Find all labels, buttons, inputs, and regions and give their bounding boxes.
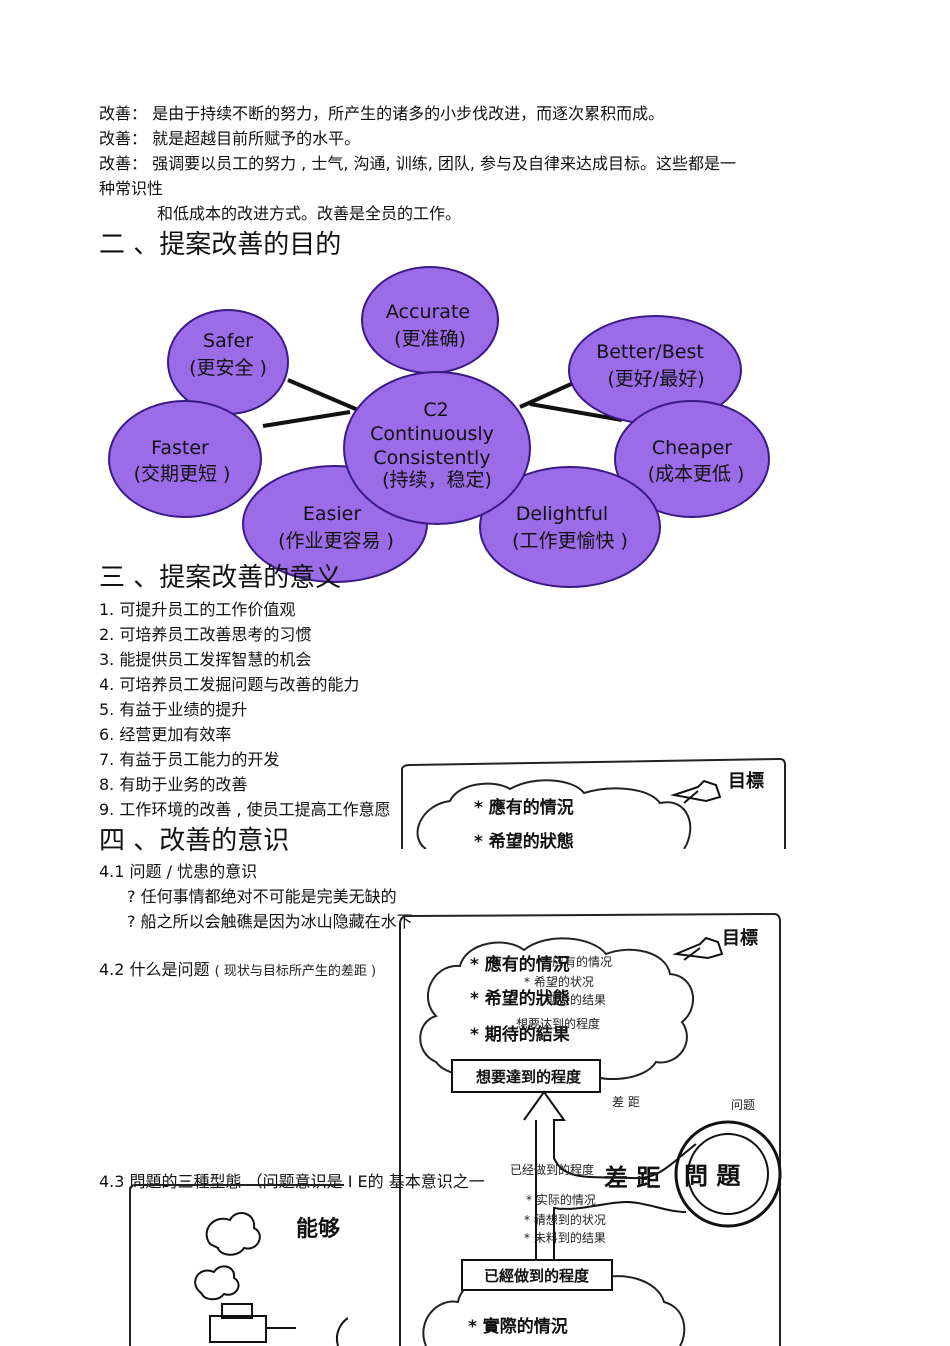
gap-problem-figure: 目標 * 應有的情況 * 希望的狀態 * 期待的結果 应有的情况 * 希望的状况… (399, 912, 782, 1346)
overlay-bottom-1: * 实际的情况 (526, 1192, 596, 1207)
target-label: 目標 (722, 927, 758, 949)
overlay-bottom-2: * 猜想到的状况 (524, 1212, 606, 1227)
pointing-hand-icon (670, 779, 722, 804)
bubble-delightful (479, 466, 661, 588)
top-cloud-line-1: * 應有的情況 (474, 797, 574, 818)
problem-circle (674, 1120, 782, 1228)
overlay-bottom-box: 已经做到的程度 (510, 1162, 594, 1177)
cloud-bottom-line: * 實際的情況 (468, 1316, 568, 1337)
overlay-top-2: * 希望的状况 (524, 974, 594, 989)
three-types-figure: 能够 (129, 1184, 348, 1346)
easier-zh: (作业更容易 ) (278, 530, 394, 552)
center-line-3: Consistently (373, 447, 490, 469)
delightful-en: Delightful (516, 503, 608, 525)
bubble-faster (108, 400, 262, 518)
bubble-center (343, 371, 531, 525)
section-4-title: 四 、改善的意识 (99, 826, 290, 856)
list-item: 5. 有益于业绩的提升 (99, 700, 248, 719)
section-2-title: 二 、提案改善的目的 (99, 230, 342, 260)
list-item: 9. 工作环境的改善 , 使员工提高工作意愿 (99, 800, 391, 819)
target-level-box (451, 1059, 601, 1093)
intro-line-1: 改善： 是由于持续不断的努力，所产生的诸多的小步伐改进，而逐次累积而成。 (99, 104, 665, 123)
center-line-2: Continuously (370, 423, 494, 445)
better-zh: (更好/最好) (607, 368, 704, 390)
gap-label: 差 距 (604, 1164, 660, 1192)
accurate-zh: (更准确) (394, 328, 466, 350)
cheaper-en: Cheaper (652, 437, 732, 459)
list-item: 8. 有助于业务的改善 (99, 775, 248, 794)
cloud-top-line-1: * 應有的情況 (470, 954, 570, 975)
intro-line-3b: 种常识性 (99, 179, 164, 198)
overlay-bottom-3: * 未料到的结果 (524, 1230, 606, 1245)
cheaper-zh: (成本更低 ) (648, 463, 745, 485)
overlay-top-3: 期待的结果 (546, 992, 606, 1007)
problem-label: 問 題 (684, 1162, 741, 1190)
list-item: 7. 有益于员工能力的开发 (99, 750, 280, 769)
delightful-zh: (工作更愉快 ) (512, 530, 628, 552)
target-figure-top: 目標 * 應有的情況 * 希望的狀態 (401, 757, 786, 849)
smoke-cloud-icon (194, 1212, 261, 1301)
section-4-2-note: ( 现状与目标所产生的差距 ) (214, 964, 377, 979)
list-item: 6. 经营更加有效率 (99, 725, 232, 744)
question-2: ? 船之所以会触礁是因为冰山隐藏在水下 (127, 912, 413, 931)
section-3-title: 三 、提案改善的意义 (99, 563, 342, 593)
center-line-1: C2 (423, 399, 448, 421)
easier-en: Easier (303, 503, 362, 525)
gap-overlay: 差 距 (612, 1095, 640, 1109)
question-1: ? 任何事情都绝对不可能是完美无缺的 (127, 887, 397, 906)
figure-label: 能够 (296, 1216, 340, 1242)
purpose-bubble-diagram: Accurate (更准确) Safer (更安全 ) Better/Best … (108, 266, 770, 588)
cloud-top-line-3: * 期待的結果 (470, 1024, 570, 1045)
section-4-3: 4.3 問題的三種型態 （问题意识是 I E的 基本意识之一 (99, 1172, 485, 1191)
achieved-level-label: 已經做到的程度 (484, 1267, 590, 1285)
achieved-level-box (461, 1259, 613, 1291)
cloud-top-line-2: * 希望的狀態 (470, 988, 570, 1009)
list-item: 2. 可培养员工改善思考的习惯 (99, 625, 312, 644)
faster-en: Faster (151, 437, 209, 459)
target-label: 目標 (728, 770, 764, 792)
intro-line-4: 和低成本的改进方式。改善是全员的工作。 (157, 204, 462, 223)
overlay-top-4: 想要达到的程度 (516, 1016, 600, 1031)
faster-zh: (交期更短 ) (134, 463, 231, 485)
list-item: 4. 可培养员工发掘问题与改善的能力 (99, 675, 360, 694)
section-4-2: 4.2 什么是问题 ( 现状与目标所产生的差距 ) (99, 960, 376, 982)
center-line-4: (持续，稳定) (382, 469, 492, 491)
safer-en: Safer (203, 330, 253, 352)
section-4-1: 4.1 问题 / 忧患的意识 (99, 862, 258, 881)
top-cloud-line-2: * 希望的狀態 (474, 831, 574, 849)
overlay-top-1: 应有的情况 (552, 954, 612, 969)
pointing-hand-icon (672, 936, 724, 961)
list-item: 1. 可提升员工的工作价值观 (99, 600, 296, 619)
intro-line-2: 改善： 就是超越目前所赋予的水平。 (99, 129, 361, 148)
target-level-label: 想要達到的程度 (475, 1068, 582, 1086)
bubble-cheaper (614, 400, 770, 518)
problem-overlay: 问题 (731, 1098, 755, 1112)
list-item: 3. 能提供员工发挥智慧的机会 (99, 650, 312, 669)
ship-icon (209, 1303, 296, 1343)
safer-zh: (更安全 ) (189, 357, 267, 379)
connector-lines (262, 378, 623, 428)
section-4-2-label: 4.2 什么是问题 (99, 960, 210, 979)
accurate-en: Accurate (386, 301, 470, 323)
better-en: Better/Best (596, 341, 704, 363)
intro-line-3a: 改善： 强调要以员工的努力 , 士气, 沟通, 训练, 团队, 参与及自律来达成… (99, 154, 737, 173)
